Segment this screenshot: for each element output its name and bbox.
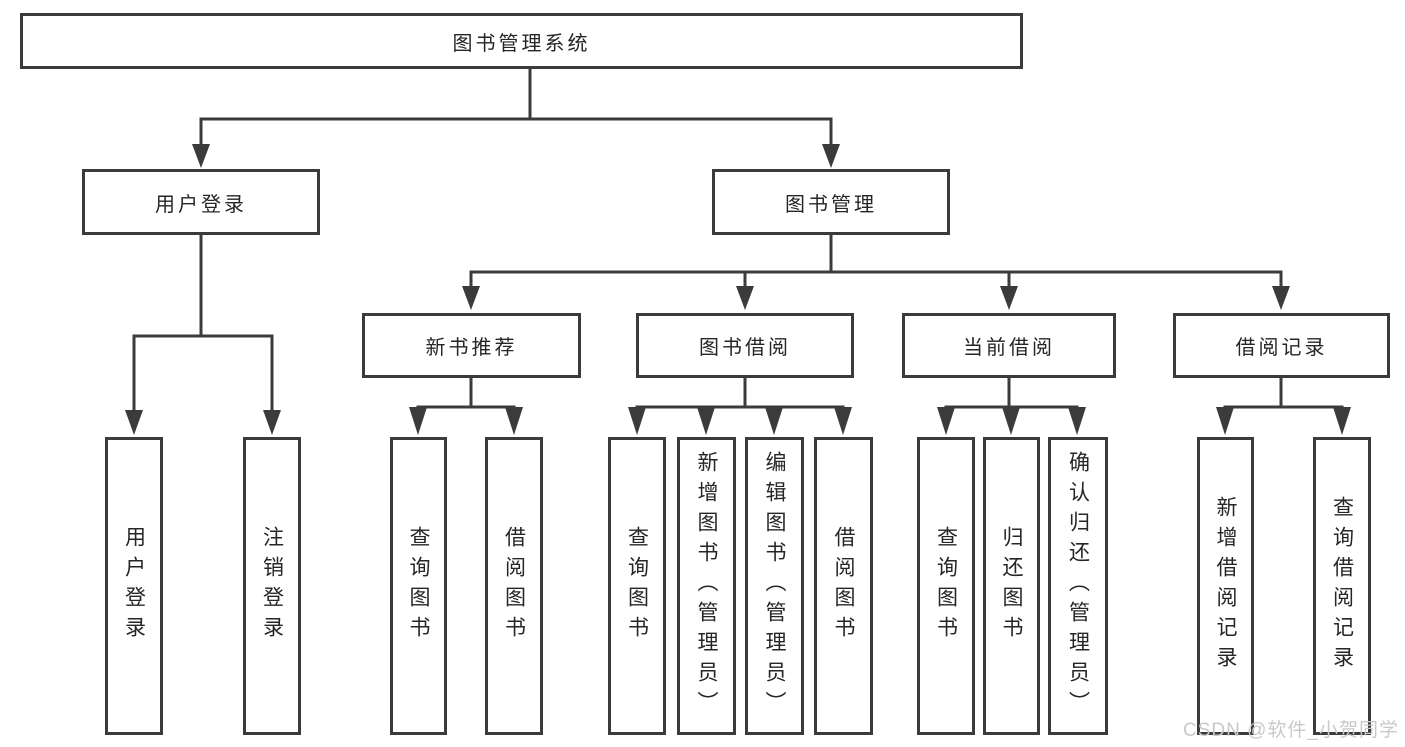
- leaf-record-query-record: 查询借阅记录: [1313, 437, 1371, 735]
- leaf-current-query-book: 查询图书: [917, 437, 975, 735]
- leaf-borrow-query-book-label: 查询图书: [625, 526, 649, 646]
- leaf-record-add-record-label: 新增借阅记录: [1214, 496, 1237, 676]
- leaf-borrow-edit-book: 编辑图书（管理员）: [745, 437, 804, 735]
- csdn-watermark: CSDN @软件_小贺同学: [1183, 720, 1399, 741]
- leaf-borrow-add-book-label: 新增图书（管理员）: [695, 451, 718, 721]
- leaf-recommend-query-book-label: 查询图书: [407, 526, 430, 646]
- node-borrow-record-label: 借阅记录: [1235, 337, 1328, 359]
- leaf-current-confirm-return-label: 确认归还（管理员）: [1066, 451, 1090, 721]
- leaf-logout-login: 注销登录: [243, 437, 301, 735]
- leaf-record-add-record: 新增借阅记录: [1197, 437, 1254, 735]
- node-book-borrow: 图书借阅: [636, 313, 854, 378]
- node-current-borrow: 当前借阅: [902, 313, 1116, 378]
- node-borrow-record: 借阅记录: [1173, 313, 1390, 378]
- node-user-login-label: 用户登录: [155, 193, 247, 216]
- leaf-borrow-add-book: 新增图书（管理员）: [677, 437, 736, 735]
- leaf-current-return-book-label: 归还图书: [1000, 526, 1023, 646]
- leaf-recommend-borrow-book: 借阅图书: [485, 437, 543, 735]
- node-library-management-system-label: 图书管理系统: [452, 32, 591, 55]
- node-book-management-label: 图书管理: [785, 193, 877, 216]
- leaf-user-login: 用户登录: [105, 437, 163, 735]
- leaf-current-return-book: 归还图书: [983, 437, 1040, 735]
- node-new-book-recommend: 新书推荐: [362, 313, 581, 378]
- leaf-recommend-borrow-book-label: 借阅图书: [502, 526, 526, 646]
- leaf-borrow-edit-book-label: 编辑图书（管理员）: [763, 451, 786, 721]
- node-current-borrow-label: 当前借阅: [963, 337, 1055, 359]
- node-book-management: 图书管理: [712, 169, 950, 235]
- leaf-user-login-label: 用户登录: [122, 526, 146, 646]
- leaf-borrow-query-book: 查询图书: [608, 437, 666, 735]
- leaf-borrow-borrow-book: 借阅图书: [814, 437, 873, 735]
- leaf-logout-login-label: 注销登录: [260, 526, 284, 646]
- node-user-login: 用户登录: [82, 169, 320, 235]
- leaf-current-query-book-label: 查询图书: [934, 526, 958, 646]
- leaf-borrow-borrow-book-label: 借阅图书: [832, 526, 855, 646]
- node-new-book-recommend-label: 新书推荐: [425, 337, 518, 359]
- leaf-current-confirm-return: 确认归还（管理员）: [1048, 437, 1108, 735]
- connector-arrowheads: [125, 144, 1351, 435]
- leaf-record-query-record-label: 查询借阅记录: [1330, 496, 1354, 676]
- node-book-borrow-label: 图书借阅: [699, 337, 791, 359]
- node-library-management-system: 图书管理系统: [20, 13, 1023, 69]
- leaf-recommend-query-book: 查询图书: [390, 437, 447, 735]
